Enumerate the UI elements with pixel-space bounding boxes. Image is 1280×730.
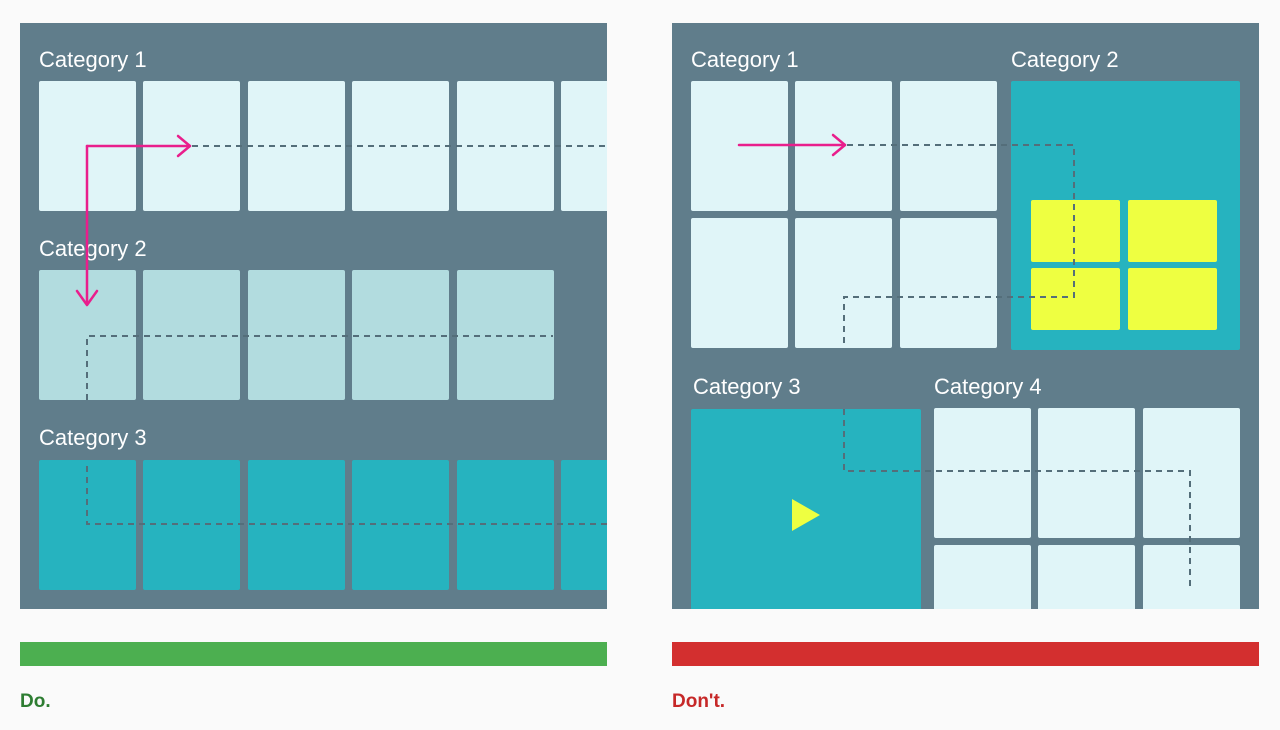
- category-2-tile[interactable]: [457, 270, 554, 400]
- category-2-subtile[interactable]: [1128, 268, 1217, 330]
- category-3-label: Category 3: [693, 374, 801, 399]
- category-4-tile[interactable]: [1038, 545, 1135, 609]
- category-2-tile[interactable]: [248, 270, 345, 400]
- do-caption: Do.: [20, 691, 51, 712]
- category-2-subtile[interactable]: [1031, 268, 1120, 330]
- category-4-tile[interactable]: [1038, 408, 1135, 538]
- play-icon: [792, 499, 820, 531]
- category-2-label: Category 2: [39, 236, 147, 261]
- navigation-path-overlay: [75, 134, 607, 525]
- category-4-tile[interactable]: [934, 408, 1031, 538]
- category-3-tile[interactable]: [352, 460, 449, 590]
- category-1-tile[interactable]: [691, 218, 788, 348]
- category-4-label: Category 4: [934, 374, 1042, 399]
- category-2-subtile[interactable]: [1031, 200, 1120, 262]
- navigation-path-overlay: [737, 133, 1191, 589]
- do-indicator-bar: [20, 642, 607, 666]
- category-4-tile[interactable]: [934, 545, 1031, 609]
- category-2-subtile[interactable]: [1128, 200, 1217, 262]
- dont-caption: Don't.: [672, 691, 726, 712]
- dont-example-panel: Category 1 Category 2 Category 3 Categor…: [672, 23, 1259, 609]
- arrow-icon: [75, 134, 192, 307]
- dashed-focus-path: [843, 144, 1191, 589]
- category-3-label: Category 3: [39, 425, 147, 450]
- category-1-label: Category 1: [691, 47, 799, 72]
- dont-indicator-bar: [672, 642, 1259, 666]
- arrow-icon: [737, 133, 847, 157]
- category-3-tile[interactable]: [143, 460, 240, 590]
- do-example-panel: Category 1 Category 2 Category 3: [20, 23, 607, 609]
- category-4-tile[interactable]: [1143, 408, 1240, 538]
- category-1-tile[interactable]: [900, 218, 997, 348]
- category-1-label: Category 1: [39, 47, 147, 72]
- dashed-focus-path: [86, 145, 607, 525]
- category-2-label: Category 2: [1011, 47, 1119, 72]
- category-4-tile[interactable]: [1143, 545, 1240, 609]
